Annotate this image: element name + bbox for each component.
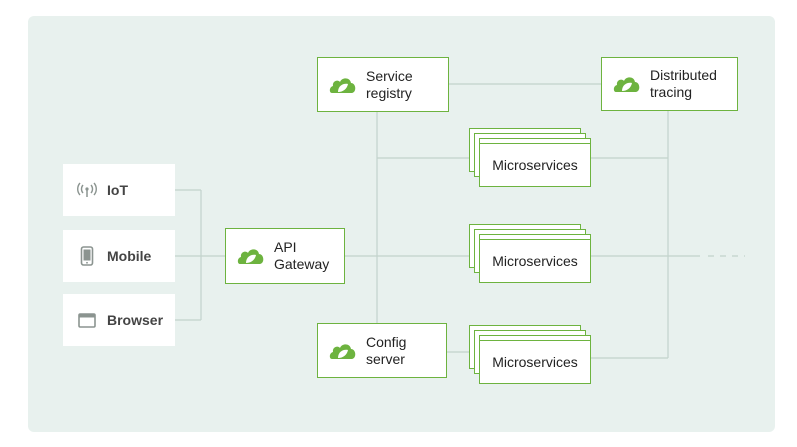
config-server-box: Config server [317,323,447,378]
api-gateway-box: API Gateway [225,228,345,284]
spring-leaf-icon [612,72,642,96]
antenna-icon [77,180,97,200]
distributed-tracing-box: Distributed tracing [601,57,738,111]
microservices-label: Microservices [479,143,591,187]
browser-window-icon [77,310,97,330]
client-label: IoT [107,182,128,198]
distributed-tracing-label: Distributed tracing [650,67,717,100]
config-server-label: Config server [366,333,407,367]
service-registry-box: Service registry [317,57,449,112]
client-label: Mobile [107,248,152,264]
client-label: Browser [107,312,164,328]
spring-leaf-icon [236,244,266,268]
client-iot: IoT [63,164,175,216]
mobile-phone-icon [77,246,97,266]
microservices-label: Microservices [479,340,591,384]
service-registry-label: Service registry [366,67,413,101]
api-gateway-label: API Gateway [274,239,330,272]
client-browser: Browser [63,294,175,346]
microservices-label: Microservices [479,239,591,283]
client-mobile: Mobile [63,230,175,282]
spring-leaf-icon [328,73,358,97]
spring-leaf-icon [328,339,358,363]
